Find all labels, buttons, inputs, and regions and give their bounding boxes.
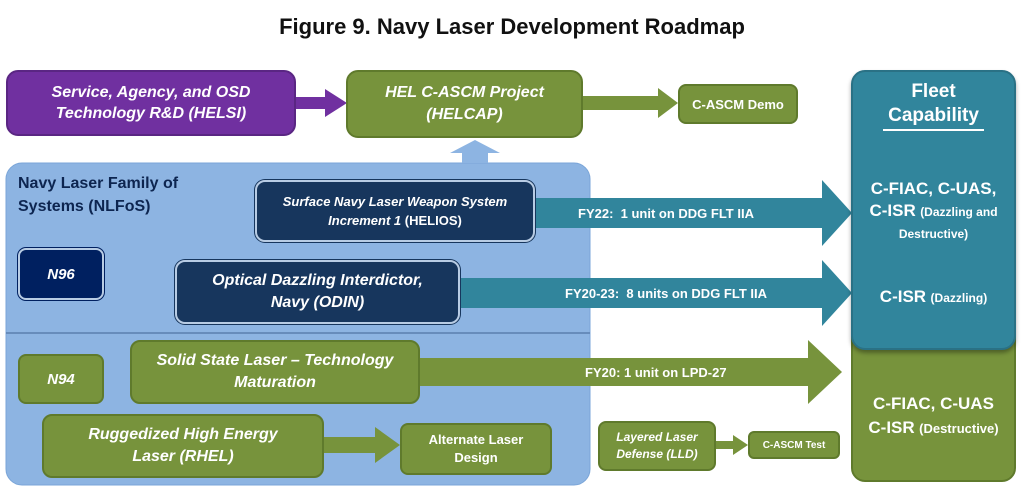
- fleet-c2-main: C-ISR: [879, 287, 927, 306]
- cascm-demo-box: C-ASCM Demo: [678, 84, 798, 124]
- alternate-label: Alternate Laser Design: [428, 432, 524, 465]
- rhel-label: Ruggedized High Energy Laser (RHEL): [88, 426, 278, 465]
- helsi-box: Service, Agency, and OSD Technology R&D …: [6, 70, 296, 136]
- lld-box: Layered Laser Defense (LLD): [598, 421, 716, 471]
- fleet-c3-isr: C-ISR: [868, 418, 915, 437]
- up-arrow: [450, 140, 500, 163]
- odin-arrow-label: FY20-23: 8 units on DDG FLT IIA: [565, 286, 767, 301]
- fleet-c3-main: C-FIAC, C-UAS: [873, 394, 994, 413]
- fleet-c2-note: (Dazzling): [930, 291, 988, 305]
- fleet-capability-2: C-ISR (Dazzling): [851, 286, 1016, 309]
- helsi-label: Service, Agency, and OSD Technology R&D …: [51, 84, 251, 122]
- helcap-label: HEL C-ASCM Project (HELCAP): [385, 84, 544, 123]
- fleet-c3-note: (Destructive): [919, 421, 999, 436]
- purple-arrow: [295, 89, 347, 117]
- cascm-test-label: C-ASCM Test: [762, 439, 826, 451]
- figure-title: Figure 9. Navy Laser Development Roadmap: [279, 14, 745, 39]
- n94-box: N94: [18, 354, 104, 404]
- helios-arrow: [534, 180, 852, 246]
- helios-arrow-label: FY22: 1 unit on DDG FLT IIA: [578, 206, 754, 221]
- helios-suffix: (HELIOS): [404, 213, 462, 228]
- lld-arrow: [716, 435, 748, 455]
- demo-arrow: [582, 88, 678, 118]
- helios-label: Surface Navy Laser Weapon System Increme…: [282, 194, 508, 228]
- odin-box: Optical Dazzling Interdictor, Navy (ODIN…: [175, 260, 460, 324]
- n96-label: N96: [47, 265, 75, 283]
- fleet-capability-3: C-FIAC, C-UAS C-ISR (Destructive): [851, 392, 1016, 441]
- n94-label: N94: [47, 370, 75, 388]
- odin-arrow: [458, 260, 852, 326]
- lld-label: Layered Laser Defense (LLD): [616, 430, 698, 461]
- fleet-c1-main: C-FIAC, C-UAS,: [870, 179, 997, 198]
- rhel-arrow: [322, 427, 400, 463]
- fleet-capability-1: C-FIAC, C-UAS, C-ISR (Dazzling and Destr…: [851, 178, 1016, 245]
- helcap-box: HEL C-ASCM Project (HELCAP): [346, 70, 583, 138]
- sslt-box: Solid State Laser – Technology Maturatio…: [130, 340, 420, 404]
- odin-label: Optical Dazzling Interdictor, Navy (ODIN…: [212, 272, 423, 311]
- cascm-test-box: C-ASCM Test: [748, 431, 840, 459]
- fleet-heading: Fleet Capability: [888, 81, 979, 126]
- rhel-box: Ruggedized High Energy Laser (RHEL): [42, 414, 324, 478]
- nlfos-label: Navy Laser Family of Systems (NLFoS): [18, 175, 179, 215]
- sslt-label: Solid State Laser – Technology Maturatio…: [156, 352, 394, 391]
- nlfos-region: [5, 162, 591, 486]
- helios-box: Surface Navy Laser Weapon System Increme…: [255, 180, 535, 242]
- fleet-c1-isr: C-ISR: [869, 201, 916, 220]
- fleet-heading-underline: [883, 129, 984, 131]
- cascm-demo-label: C-ASCM Demo: [692, 96, 784, 112]
- n96-box: N96: [18, 248, 104, 300]
- alternate-box: Alternate Laser Design: [400, 423, 552, 475]
- sslt-arrow: [420, 340, 842, 404]
- fleet-c1-note: (Dazzling and Destructive): [898, 205, 998, 241]
- fleet-teal-panel: [851, 70, 1016, 350]
- sslt-arrow-label: FY20: 1 unit on LPD-27: [585, 365, 727, 380]
